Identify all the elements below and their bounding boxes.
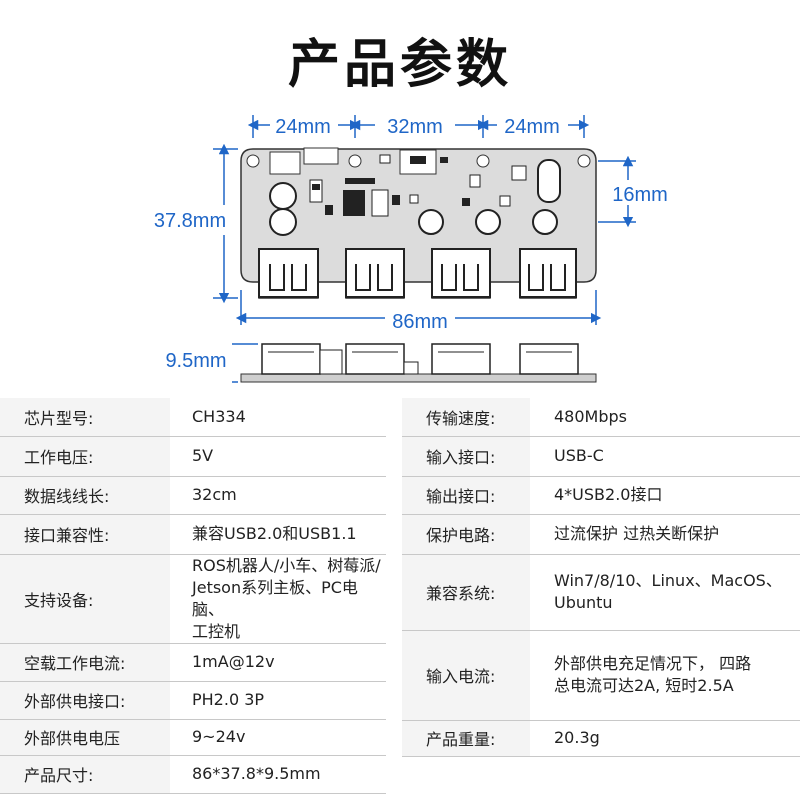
spec-label: 产品尺寸: [0, 755, 170, 794]
spec-label: 支持设备: [0, 554, 170, 644]
spec-label: 传输速度: [402, 398, 530, 437]
dim-thickness: 9.5mm [165, 350, 226, 372]
spec-value: 5V [170, 436, 386, 477]
board-side-view [240, 343, 597, 383]
spec-row: 接口兼容性:兼容USB2.0和USB1.1 [0, 514, 386, 555]
switch-component [269, 151, 301, 175]
spec-row: 工作电压:5V [0, 436, 386, 477]
spec-value: 外部供电充足情况下， 四路总电流可达2A, 短时2.5A [530, 630, 800, 721]
spec-value: 480Mbps [530, 398, 800, 437]
spec-value-line: Jetson系列主板、PC电脑、 [192, 577, 358, 619]
spec-value: 9~24v [170, 719, 386, 756]
spec-value: Win7/8/10、Linux、MacOS、 Ubuntu [530, 554, 800, 631]
spec-label: 保护电路: [402, 514, 530, 555]
spec-label: 工作电压: [0, 436, 170, 477]
spec-label: 输入电流: [402, 630, 530, 721]
spec-row: 输出接口:4*USB2.0接口 [402, 476, 800, 515]
usb-a-port-2 [345, 248, 405, 298]
spec-value: CH334 [170, 398, 386, 437]
spec-value-line: 外部供电充足情况下， 四路 [554, 654, 752, 673]
spec-value: 过流保护 过热关断保护 [530, 514, 800, 555]
ph-connector [303, 147, 339, 165]
dimension-lines [213, 115, 636, 383]
spec-label: 接口兼容性: [0, 514, 170, 555]
spec-row: 芯片型号:CH334 [0, 398, 386, 437]
spec-label: 兼容系统: [402, 554, 530, 631]
spec-value: 86*37.8*9.5mm [170, 755, 386, 794]
spec-value: 20.3g [530, 720, 800, 757]
dim-hole-offset: 16mm [612, 184, 668, 206]
spec-label: 输出接口: [402, 476, 530, 515]
page-title: 产品参数 [287, 35, 512, 95]
usb-a-port-3 [431, 248, 491, 298]
spec-row: 外部供电接口:PH2.0 3P [0, 681, 386, 720]
spec-row: 支持设备:ROS机器人/小车、树莓派/Jetson系列主板、PC电脑、工控机 [0, 554, 386, 644]
spec-value-line: Win7/8/10、Linux、MacOS、 [554, 571, 782, 590]
spec-row: 传输速度:480Mbps [402, 398, 800, 437]
spec-row: 输入接口:USB-C [402, 436, 800, 477]
spec-value-line: 工控机 [192, 621, 241, 641]
spec-value: USB-C [530, 436, 800, 477]
spec-row: 空载工作电流:1mA@12v [0, 643, 386, 682]
spec-row: 输入电流:外部供电充足情况下， 四路总电流可达2A, 短时2.5A [402, 630, 800, 721]
usb-a-port-4 [519, 248, 577, 298]
spec-row: 产品重量:20.3g [402, 720, 800, 757]
dim-top-mid: 32mm [387, 116, 443, 138]
spec-value-line: Ubuntu [554, 593, 613, 612]
board-top-view [240, 147, 597, 299]
spec-value-line: ROS机器人/小车、树莓派/ [192, 555, 381, 575]
usb-a-port-1 [258, 248, 319, 298]
spec-value: 32cm [170, 476, 386, 515]
spec-label: 外部供电电压 [0, 719, 170, 756]
spec-value: 4*USB2.0接口 [530, 476, 800, 515]
spec-value: ROS机器人/小车、树莓派/Jetson系列主板、PC电脑、工控机 [170, 554, 386, 644]
dim-width: 86mm [392, 311, 448, 333]
spec-label: 数据线线长: [0, 476, 170, 515]
dim-height: 37.8mm [154, 210, 226, 232]
spec-label: 芯片型号: [0, 398, 170, 437]
spec-value: PH2.0 3P [170, 681, 386, 720]
spec-value-line: 总电流可达2A, 短时2.5A [554, 676, 734, 695]
mounting-holes [246, 154, 591, 168]
board-dimension-drawing: 24mm 32mm 24mm 37.8mm 16mm 86mm 9.5mm [154, 115, 668, 383]
spec-value: 兼容USB2.0和USB1.1 [170, 514, 386, 555]
spec-row: 兼容系统: Win7/8/10、Linux、MacOS、 Ubuntu [402, 554, 800, 631]
spec-value: 1mA@12v [170, 643, 386, 682]
spec-label: 外部供电接口: [0, 681, 170, 720]
spec-label: 输入接口: [402, 436, 530, 477]
dim-top-right: 24mm [504, 116, 560, 138]
spec-row: 保护电路:过流保护 过热关断保护 [402, 514, 800, 555]
spec-row: 数据线线长:32cm [0, 476, 386, 515]
dim-top-left: 24mm [275, 116, 331, 138]
spec-label: 产品重量: [402, 720, 530, 757]
spec-row: 产品尺寸:86*37.8*9.5mm [0, 755, 386, 794]
spec-label: 空载工作电流: [0, 643, 170, 682]
